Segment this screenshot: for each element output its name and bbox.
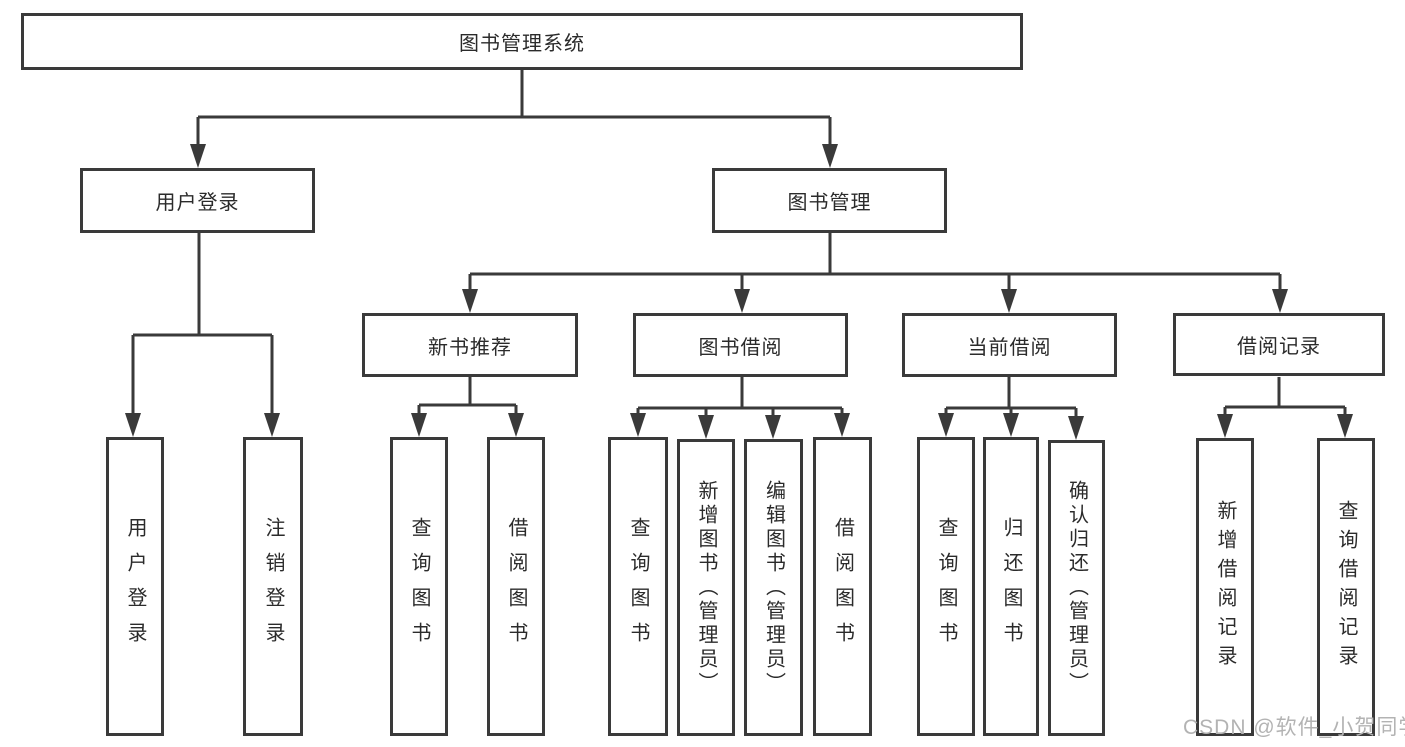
csdn-watermark: CSDN @软件_小贺同学: [1183, 716, 1405, 739]
leaf-return-book-label: 归还图书: [1000, 516, 1022, 657]
arrow-down-icon: [1337, 414, 1353, 438]
leaf-logout: 注销登录: [243, 437, 303, 736]
arrow-down-icon: [1001, 289, 1017, 313]
arrow-down-icon: [938, 413, 954, 437]
arrow-down-icon: [1003, 413, 1019, 437]
node-root-label: 图书管理系统: [459, 33, 585, 55]
arrow-down-icon: [264, 413, 280, 437]
leaf-logout-label: 注销登录: [262, 516, 284, 657]
leaf-query-book-current-label: 查询图书: [935, 516, 957, 657]
arrow-down-icon: [834, 413, 850, 437]
leaf-query-book-recommend: 查询图书: [390, 437, 448, 736]
arrow-down-icon: [411, 413, 427, 437]
node-book-borrow-label: 图书借阅: [698, 336, 783, 359]
leaf-query-book-borrow: 查询图书: [608, 437, 668, 736]
node-book-management-label: 图书管理: [787, 192, 872, 214]
leaf-add-book-admin: 新增图书（管理员）: [677, 439, 735, 736]
leaf-query-book-current: 查询图书: [917, 437, 975, 736]
node-current-borrow-label: 当前借阅: [967, 336, 1052, 359]
node-book-management: 图书管理: [712, 168, 947, 233]
node-user-login-label: 用户登录: [155, 192, 240, 214]
node-book-borrow: 图书借阅: [633, 313, 848, 377]
node-user-login: 用户登录: [80, 168, 315, 233]
arrow-down-icon: [698, 415, 714, 439]
node-root: 图书管理系统: [21, 13, 1023, 70]
leaf-add-borrow-record-label: 新增借阅记录: [1214, 500, 1236, 674]
leaf-add-book-admin-label: 新增图书（管理员）: [695, 479, 717, 696]
leaf-borrow-book: 借阅图书: [813, 437, 872, 736]
arrow-down-icon: [1217, 414, 1233, 438]
arrow-down-icon: [1272, 289, 1288, 313]
leaf-query-borrow-record: 查询借阅记录: [1317, 438, 1375, 736]
arrow-down-icon: [462, 289, 478, 313]
leaf-query-book-borrow-label: 查询图书: [627, 516, 649, 657]
leaf-query-borrow-record-label: 查询借阅记录: [1335, 500, 1357, 674]
leaf-query-book-recommend-label: 查询图书: [408, 516, 430, 657]
node-borrow-record: 借阅记录: [1173, 313, 1385, 376]
leaf-confirm-return-admin-label: 确认归还（管理员）: [1065, 480, 1088, 696]
node-new-book-recommend: 新书推荐: [362, 313, 578, 377]
arrow-down-icon: [190, 144, 206, 168]
arrow-down-icon: [630, 413, 646, 437]
arrow-down-icon: [1068, 416, 1084, 440]
node-new-book-recommend-label: 新书推荐: [428, 336, 512, 359]
leaf-borrow-book-recommend: 借阅图书: [487, 437, 545, 736]
arrow-down-icon: [125, 413, 141, 437]
node-current-borrow: 当前借阅: [902, 313, 1117, 377]
leaf-borrow-book-label: 借阅图书: [831, 516, 854, 657]
arrow-down-icon: [822, 144, 838, 168]
leaf-user-login: 用户登录: [106, 437, 164, 736]
leaf-borrow-book-recommend-label: 借阅图书: [505, 516, 527, 657]
leaf-edit-book-admin-label: 编辑图书（管理员）: [762, 479, 785, 696]
leaf-add-borrow-record: 新增借阅记录: [1196, 438, 1254, 736]
leaf-user-login-label: 用户登录: [124, 516, 146, 657]
leaf-confirm-return-admin: 确认归还（管理员）: [1048, 440, 1105, 736]
arrow-down-icon: [765, 415, 781, 439]
arrow-down-icon: [734, 289, 750, 313]
arrow-down-icon: [508, 413, 524, 437]
leaf-return-book: 归还图书: [983, 437, 1039, 736]
node-borrow-record-label: 借阅记录: [1237, 336, 1321, 358]
leaf-edit-book-admin: 编辑图书（管理员）: [744, 439, 803, 736]
